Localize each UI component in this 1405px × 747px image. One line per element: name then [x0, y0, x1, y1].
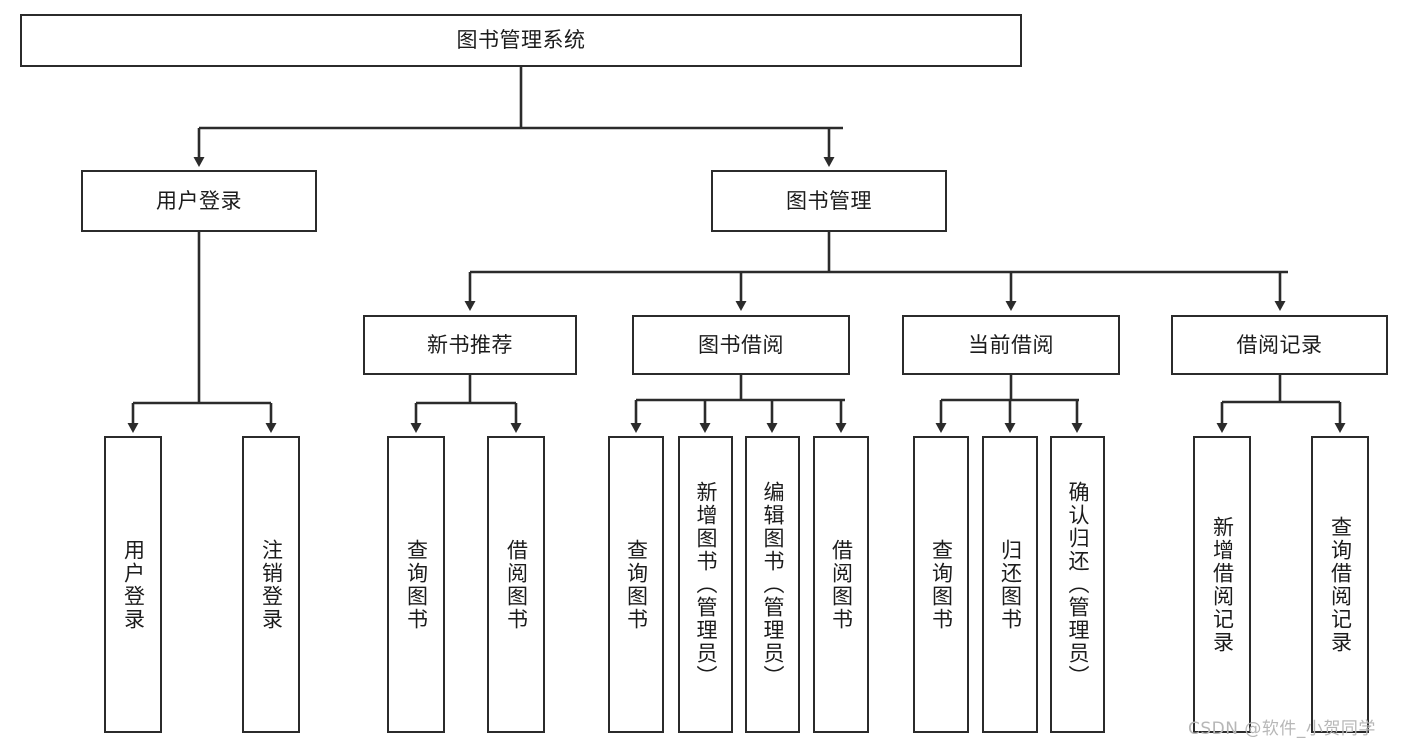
watermark: CSDN @软件_小贺同学: [1188, 719, 1376, 739]
node-leaf-borrow-book[interactable]: 借阅图书: [813, 436, 869, 733]
node-leaf-query-book[interactable]: 查询图书: [608, 436, 664, 733]
node-label: 查询图书: [404, 538, 429, 631]
node-leaf-query-borrow-record[interactable]: 查询借阅记录: [1311, 436, 1369, 733]
node-label: 图书管理: [786, 188, 872, 213]
node-leaf-user-login[interactable]: 用户登录: [104, 436, 162, 733]
node-label: 用户登录: [156, 188, 242, 213]
node-label: 用户登录: [121, 538, 146, 631]
node-label: 借阅图书: [829, 538, 854, 631]
node-label: 确认归还（管理员）: [1066, 481, 1090, 688]
node-label: 查询图书: [624, 538, 649, 631]
node-leaf-edit-book-admin[interactable]: 编辑图书（管理员）: [745, 436, 800, 733]
node-label: 编辑图书（管理员）: [761, 481, 785, 688]
node-user-login[interactable]: 用户登录: [81, 170, 317, 232]
node-label: 新增图书（管理员）: [694, 481, 718, 688]
node-book-management[interactable]: 图书管理: [711, 170, 947, 232]
node-leaf-borrow-book-recommend[interactable]: 借阅图书: [487, 436, 545, 733]
node-root-book-management-system[interactable]: 图书管理系统: [20, 14, 1022, 67]
node-leaf-query-book-recommend[interactable]: 查询图书: [387, 436, 445, 733]
node-label: 归还图书: [998, 538, 1023, 631]
node-label: 新增借阅记录: [1210, 515, 1235, 654]
node-leaf-add-book-admin[interactable]: 新增图书（管理员）: [678, 436, 733, 733]
node-leaf-confirm-return-admin[interactable]: 确认归还（管理员）: [1050, 436, 1105, 733]
node-label: 当前借阅: [968, 332, 1054, 357]
node-new-book-recommend[interactable]: 新书推荐: [363, 315, 577, 375]
node-label: 图书借阅: [698, 332, 784, 357]
node-current-borrow[interactable]: 当前借阅: [902, 315, 1120, 375]
node-label: 新书推荐: [427, 332, 513, 357]
node-label: 查询图书: [929, 538, 954, 631]
node-leaf-logout-login[interactable]: 注销登录: [242, 436, 300, 733]
node-label: 借阅图书: [504, 538, 529, 631]
node-leaf-add-borrow-record[interactable]: 新增借阅记录: [1193, 436, 1251, 733]
node-label: 查询借阅记录: [1328, 515, 1353, 654]
node-book-borrow[interactable]: 图书借阅: [632, 315, 850, 375]
node-label: 注销登录: [259, 538, 284, 631]
node-leaf-return-book[interactable]: 归还图书: [982, 436, 1038, 733]
node-label: 借阅记录: [1236, 332, 1323, 357]
node-borrow-record[interactable]: 借阅记录: [1171, 315, 1388, 375]
node-label: 图书管理系统: [456, 28, 586, 53]
node-leaf-query-book-current[interactable]: 查询图书: [913, 436, 969, 733]
